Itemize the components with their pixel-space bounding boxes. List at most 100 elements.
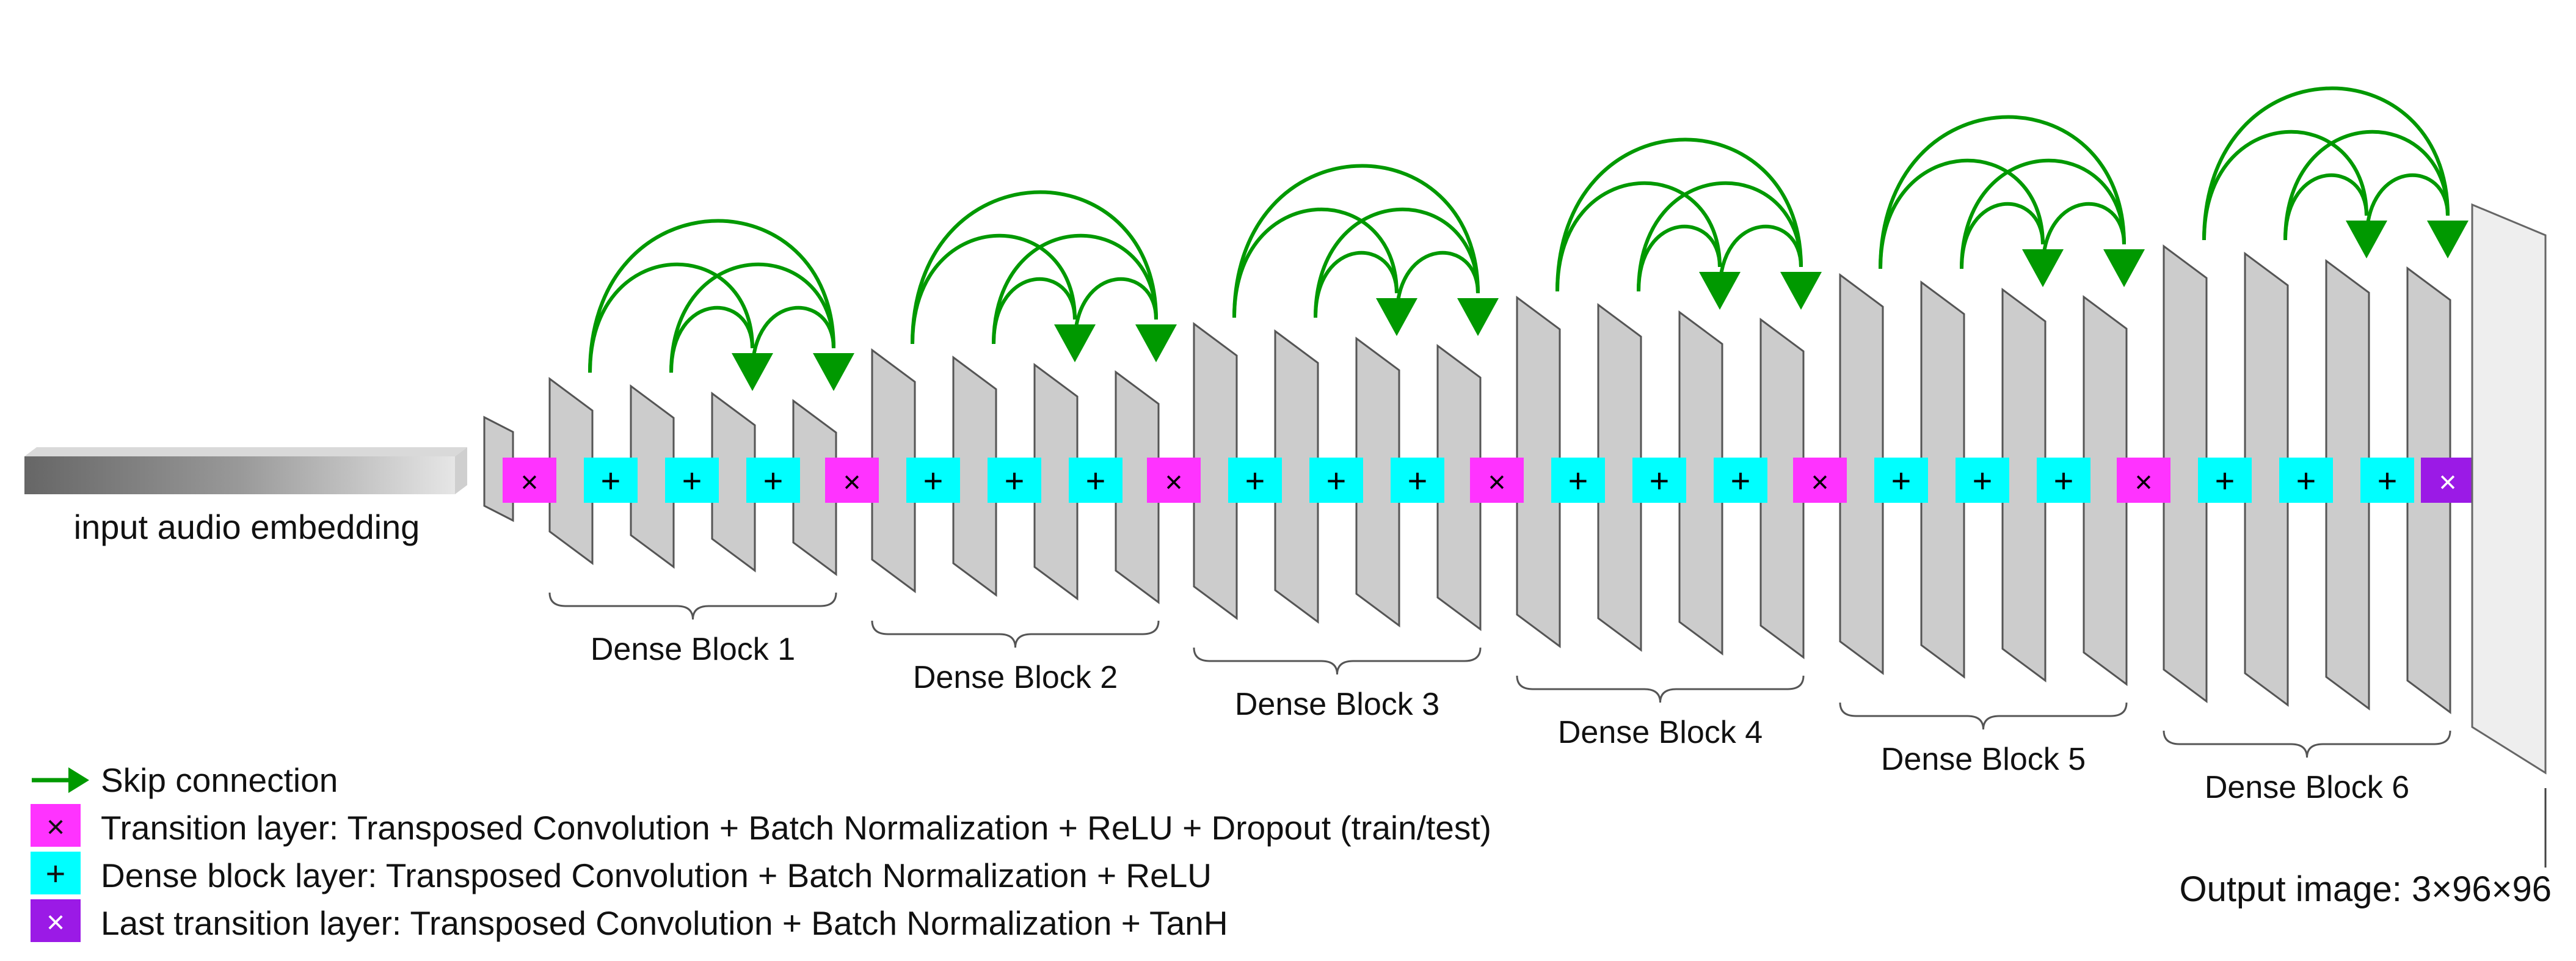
dense-block-label: Dense Block 5 <box>1881 742 2086 777</box>
skip-connection-arc <box>1960 202 2045 269</box>
dense-layer-shape <box>1516 296 1561 648</box>
skip-connection-arrowhead <box>1135 324 1177 362</box>
dense-layer-op <box>906 458 960 503</box>
skip-connection-arrowhead <box>1376 298 1417 336</box>
skip-connection-arrowhead <box>2022 249 2064 287</box>
dense-layer-op <box>2037 458 2090 503</box>
dense-layer-op <box>2198 458 2252 503</box>
legend-last-text: Last transition layer: Transposed Convol… <box>101 904 1228 942</box>
dense-layer-shape <box>1115 370 1160 604</box>
skip-connection-arc <box>2202 130 2368 241</box>
dense-layer-op <box>1228 458 1282 503</box>
output-layer <box>2471 203 2547 775</box>
dense-block-brace <box>1839 702 2128 730</box>
skip-connection-arc <box>2365 173 2450 241</box>
dense-block-brace <box>1516 675 1805 703</box>
transition-op-symbol: × <box>1165 465 1182 499</box>
dense-op-symbol: + <box>2378 461 2398 500</box>
transition-layer-op <box>2117 458 2170 503</box>
dense-op-symbol: + <box>1973 461 1993 500</box>
skip-connection-arc <box>2283 173 2368 241</box>
skip-connection-arc <box>669 305 754 373</box>
dense-op-symbol: + <box>1650 461 1670 500</box>
skip-connection-arc <box>669 262 835 373</box>
dense-layer-shape <box>1436 344 1482 631</box>
dense-op-symbol: + <box>2054 461 2074 500</box>
dense-block-brace <box>871 620 1160 648</box>
skip-connection-arc <box>588 219 835 373</box>
transition-layer-op <box>1470 458 1524 503</box>
transition-layer-op <box>503 458 556 503</box>
legend: Skip connection × Transition layer: Tran… <box>31 761 1491 942</box>
last-transition-op-symbol: × <box>2439 465 2456 499</box>
dense-layer-shape <box>1678 310 1723 656</box>
skip-connection-arrowhead <box>1780 272 1822 310</box>
transition-legend-swatch <box>31 804 81 847</box>
skip-connection-arc <box>1637 181 1803 292</box>
skip-connection-arc <box>2041 202 2126 269</box>
last-transition-legend-symbol: × <box>46 905 65 940</box>
dense-layer-op <box>1551 458 1605 503</box>
transition-op-symbol: × <box>2134 465 2152 499</box>
output-label: Output image: 3×96×96 <box>2180 869 2552 909</box>
skip-connection-arc <box>1073 277 1158 345</box>
skip-connection-arc <box>911 233 1077 345</box>
dense-layer-shape <box>2001 288 2047 682</box>
dense-op-symbol: + <box>923 461 944 500</box>
transition-layer-op <box>1793 458 1847 503</box>
input-embedding-label: input audio embedding <box>74 508 420 546</box>
skip-connection-arrowhead <box>813 353 854 391</box>
skip-connection-arc <box>1232 207 1399 318</box>
dense-layer-shape <box>1759 318 1805 659</box>
dense-layer-op <box>1309 458 1363 503</box>
dense-op-symbol: + <box>1005 461 1025 500</box>
dense-layer-shape <box>1355 337 1400 627</box>
skip-connection-arc <box>1555 137 1803 292</box>
transition-op-symbol: × <box>843 465 860 499</box>
dense-op-symbol: + <box>1731 461 1751 500</box>
dense-block-brace <box>2163 730 2451 758</box>
dense-layer-op <box>1956 458 2009 503</box>
dense-op-symbol: + <box>1326 461 1347 500</box>
dense-layer-op <box>1391 458 1444 503</box>
dense-layer-op <box>1069 458 1122 503</box>
skip-connection-arc <box>992 233 1158 345</box>
skip-connection-arrowhead <box>1054 324 1096 362</box>
dense-op-symbol: + <box>2296 461 2316 500</box>
dense-block-brace <box>548 592 837 620</box>
dense-op-symbol: + <box>682 461 702 500</box>
legend-transition-text: Transition layer: Transposed Convolution… <box>101 809 1491 847</box>
input-embedding-bar <box>24 447 467 494</box>
transition-layer-op <box>1147 458 1201 503</box>
dense-layer-shape <box>2244 252 2289 707</box>
last-transition-op <box>2421 458 2475 503</box>
dense-op-symbol: + <box>1891 461 1912 500</box>
skip-connection-arc <box>1555 181 1722 292</box>
transition-op-symbol: × <box>1811 465 1828 499</box>
dense-op-symbol: + <box>1408 461 1428 500</box>
skip-connection-arc <box>911 190 1158 345</box>
dense-layer-shape <box>1597 303 1642 652</box>
dense-op-symbol: + <box>1245 461 1265 500</box>
legend-dense-text: Dense block layer: Transposed Convolutio… <box>101 857 1212 894</box>
dense-layer-op <box>1632 458 1686 503</box>
dense-op-symbol: + <box>601 461 621 500</box>
dense-op-symbol: + <box>763 461 784 500</box>
skip-connection-arc <box>2202 86 2450 241</box>
transition-op-symbol: × <box>520 465 538 499</box>
skip-connection-arrowhead <box>2103 249 2145 287</box>
dense-layer-op <box>1714 458 1767 503</box>
skip-connection-arc <box>1879 115 2126 269</box>
dense-op-symbol: + <box>1568 461 1588 500</box>
dense-layer-shape <box>2163 244 2208 703</box>
skip-connection-arc <box>1314 207 1480 318</box>
skip-connection-arc <box>1314 250 1399 318</box>
skip-connection-arc <box>1960 158 2126 269</box>
skip-connection-arrowhead <box>2346 221 2387 258</box>
dense-block-label: Dense Block 4 <box>1558 715 1763 750</box>
dense-layer-shape <box>1920 280 1965 679</box>
transition-layer-op <box>825 458 879 503</box>
dense-layer-shape <box>2083 295 2128 686</box>
dense-legend-symbol: + <box>46 854 66 893</box>
